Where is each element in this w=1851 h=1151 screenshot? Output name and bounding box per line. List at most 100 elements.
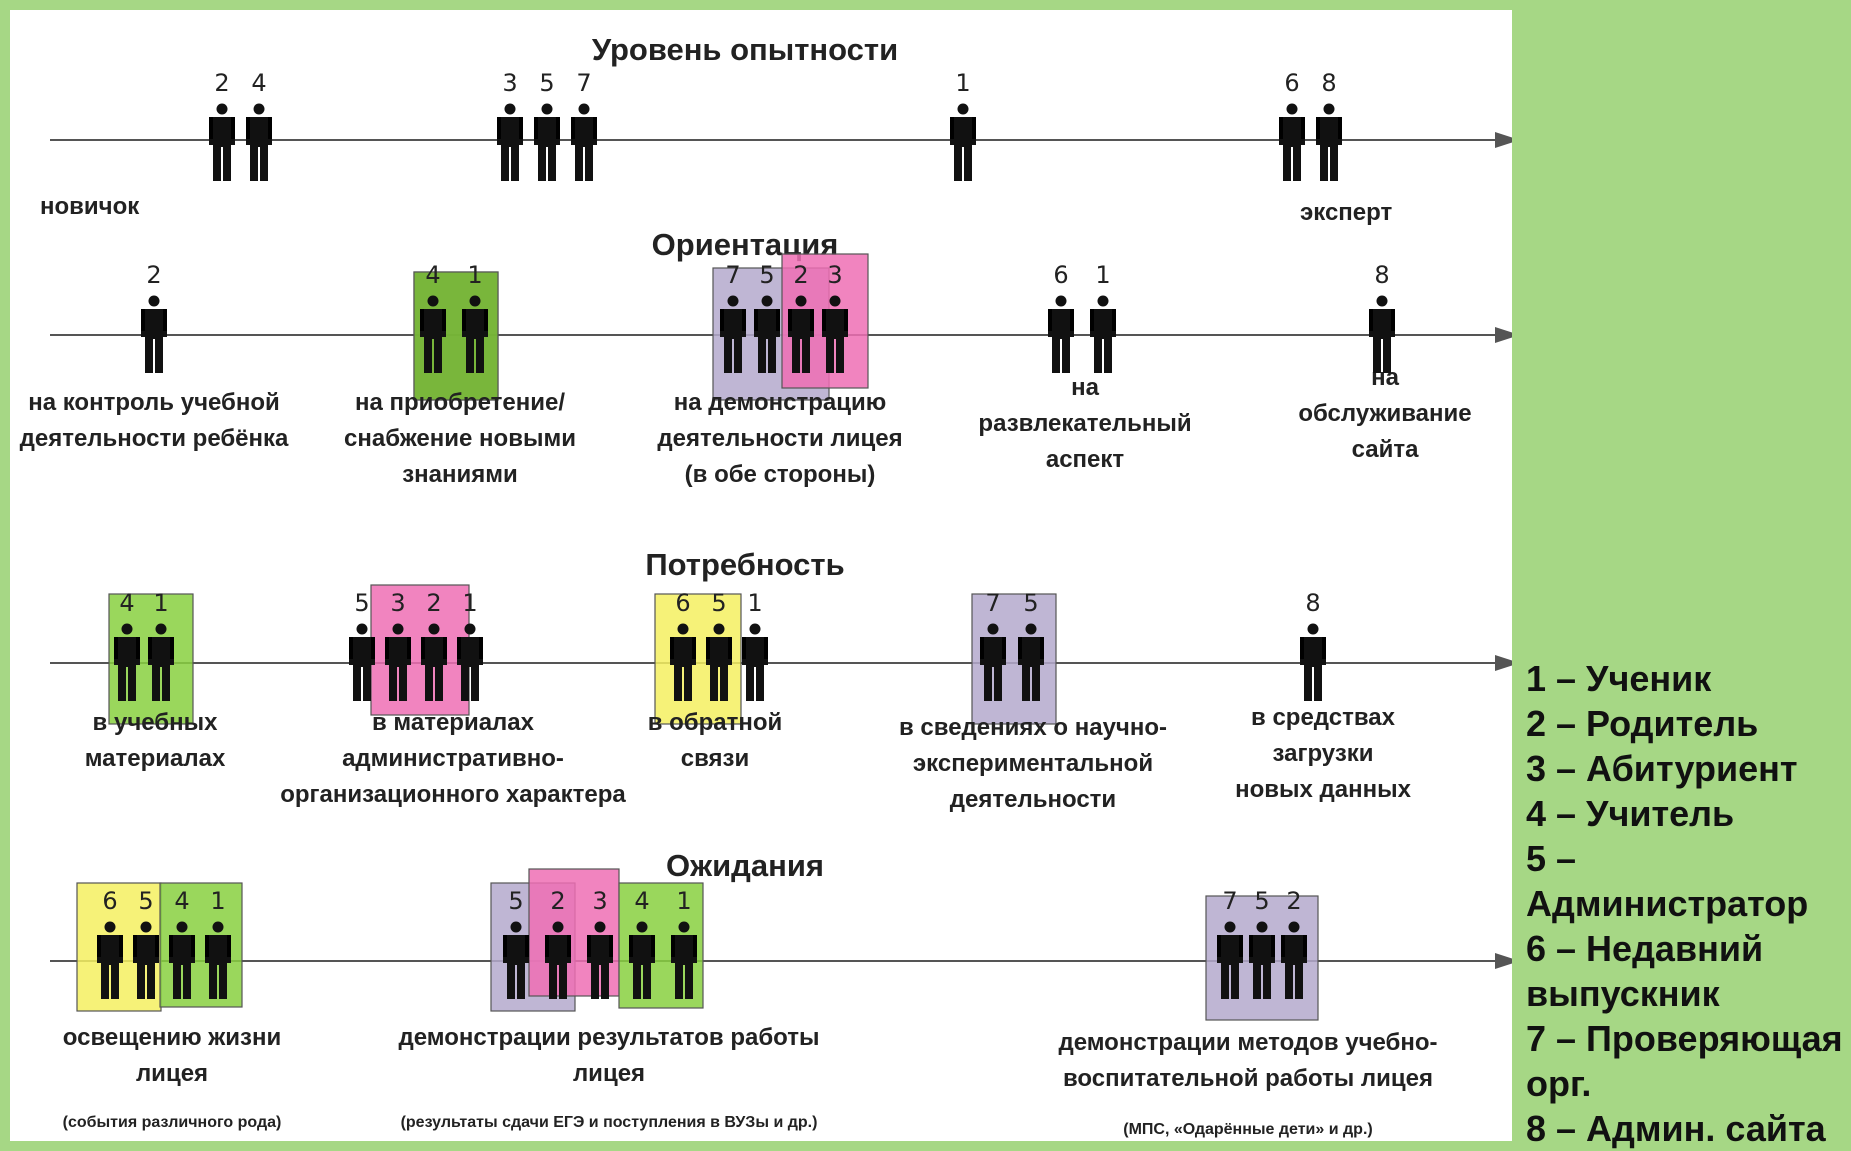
person-icon <box>742 623 768 701</box>
person-icon <box>1316 103 1342 181</box>
person-number: 1 <box>955 69 970 97</box>
person-number: 2 <box>426 589 441 617</box>
axis-arrowhead <box>1495 132 1512 148</box>
axis-end-label: эксперт <box>1300 199 1392 226</box>
person-number: 5 <box>1254 887 1269 915</box>
person-number: 7 <box>1222 887 1237 915</box>
person-number: 1 <box>676 887 691 915</box>
legend-line: 2 – Родитель <box>1526 703 1759 744</box>
person-number: 7 <box>985 589 1000 617</box>
person-icon <box>720 295 746 373</box>
axis-arrowhead <box>1495 655 1512 671</box>
person-number: 2 <box>793 261 808 289</box>
person-icon <box>497 103 523 181</box>
person-icon <box>1300 623 1326 701</box>
person-number: 4 <box>251 69 266 97</box>
section-title: Потребность <box>645 547 844 582</box>
person-number: 1 <box>1095 261 1110 289</box>
axis-arrowhead <box>1495 327 1512 343</box>
person-icon <box>587 921 613 999</box>
person-icon <box>503 921 529 999</box>
group-note: (события различного рода) <box>63 1114 282 1131</box>
legend-line: 1 – Ученик <box>1526 658 1712 699</box>
person-icon <box>1090 295 1116 373</box>
person-icon <box>349 623 375 701</box>
group-note: (МПС, «Одарённые дети» и др.) <box>1123 1121 1372 1138</box>
person-number: 3 <box>390 589 405 617</box>
person-icon <box>133 921 159 999</box>
person-number: 5 <box>539 69 554 97</box>
person-icon <box>1018 623 1044 701</box>
person-number: 5 <box>711 589 726 617</box>
person-icon <box>545 921 571 999</box>
person-number: 4 <box>634 887 649 915</box>
person-icon <box>534 103 560 181</box>
legend-line: 7 – Проверяющая <box>1526 1018 1843 1059</box>
person-number: 8 <box>1374 261 1389 289</box>
person-icon <box>629 921 655 999</box>
person-icon <box>950 103 976 181</box>
person-icon <box>457 623 483 701</box>
person-icon <box>421 623 447 701</box>
person-number: 5 <box>1023 589 1038 617</box>
section-title: Ожидания <box>666 848 824 883</box>
legend-line: Администратор <box>1526 883 1809 924</box>
person-number: 6 <box>1053 261 1068 289</box>
legend-line: выпускник <box>1526 973 1720 1014</box>
person-icon <box>114 623 140 701</box>
person-icon <box>788 295 814 373</box>
person-number: 6 <box>1284 69 1299 97</box>
person-icon <box>754 295 780 373</box>
person-number: 7 <box>725 261 740 289</box>
section-title: Уровень опытности <box>592 32 898 67</box>
person-icon <box>246 103 272 181</box>
person-number: 2 <box>550 887 565 915</box>
person-icon <box>670 623 696 701</box>
person-number: 4 <box>425 261 440 289</box>
person-number: 6 <box>102 887 117 915</box>
person-number: 3 <box>592 887 607 915</box>
person-icon <box>141 295 167 373</box>
legend-line: орг. <box>1526 1063 1592 1104</box>
person-number: 5 <box>759 261 774 289</box>
person-number: 2 <box>146 261 161 289</box>
person-icon <box>97 921 123 999</box>
person-icon <box>980 623 1006 701</box>
person-icon <box>1281 921 1307 999</box>
person-icon <box>462 295 488 373</box>
person-icon <box>209 103 235 181</box>
group-note: (результаты сдачи ЕГЭ и поступления в ВУ… <box>401 1114 818 1131</box>
person-icon <box>1279 103 1305 181</box>
persona-legend: 1 – Ученик 2 – Родитель 3 – Абитуриент 4… <box>1526 656 1851 1151</box>
person-number: 5 <box>508 887 523 915</box>
person-number: 1 <box>210 887 225 915</box>
person-number: 6 <box>675 589 690 617</box>
person-number: 1 <box>462 589 477 617</box>
person-number: 5 <box>138 887 153 915</box>
group-caption: демонстрации методов учебно-воспитательн… <box>1058 1029 1437 1092</box>
legend-line: 4 – Учитель <box>1526 793 1735 834</box>
legend-line: 6 – Недавний <box>1526 928 1764 969</box>
person-number: 3 <box>502 69 517 97</box>
legend-line: 5 – <box>1526 838 1577 879</box>
person-icon <box>822 295 848 373</box>
axis-start-label: новичок <box>40 193 140 220</box>
person-icon <box>148 623 174 701</box>
